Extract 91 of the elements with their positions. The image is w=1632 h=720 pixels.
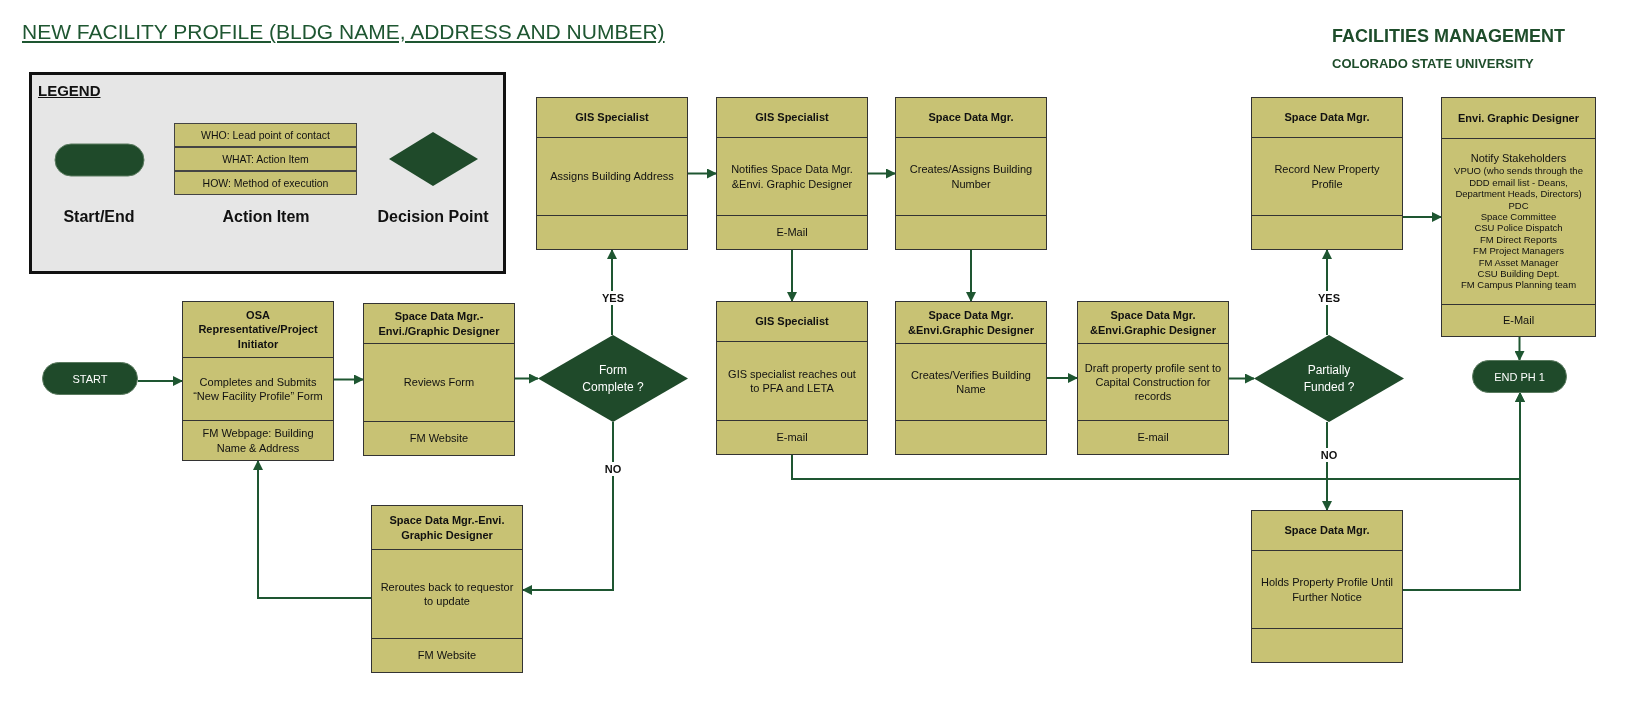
list-item-text: PDC <box>1508 199 1529 211</box>
action-text: Holds Property Profile Until Further Notice <box>1259 575 1395 604</box>
list-item-text: FM Project Managers <box>1473 245 1564 257</box>
action-box <box>1251 97 1403 250</box>
method-text: E-Mail <box>776 225 808 240</box>
decision-diamond <box>538 335 688 422</box>
list-item-text: FM Direct Reports <box>1479 233 1558 246</box>
connector-arrow <box>607 249 617 336</box>
decision-diamond <box>1254 335 1404 422</box>
edge-label: NO <box>1318 448 1340 462</box>
list-item-text: VPUO (who sends through the DDD email list - Deans, Department Heads, Directors) <box>1453 165 1584 200</box>
connector-arrow <box>1402 212 1442 222</box>
method-text: FM Website <box>417 648 477 663</box>
connector-arrow <box>687 168 717 179</box>
action-box <box>363 303 515 456</box>
role-heading: Space Data Mgr. <box>1284 110 1370 125</box>
connector-arrow <box>1322 249 1332 336</box>
action-text: Creates/Verifies Building Name <box>910 367 1032 397</box>
connector-arrow <box>514 373 539 384</box>
edge-label: YES <box>600 291 626 305</box>
role-heading: Space Data Mgr. <box>928 110 1014 125</box>
connector-arrow <box>1228 373 1255 384</box>
action-box <box>716 301 868 455</box>
action-box <box>1077 301 1229 455</box>
action-box <box>182 301 334 461</box>
legend-heading: LEGEND <box>38 82 101 99</box>
role-heading: Space Data Mgr.-Envi. Graphic Designer <box>388 513 506 542</box>
action-box <box>716 97 868 250</box>
connector-arrow <box>867 168 896 179</box>
legend-cell: HOW: Method of execution <box>174 171 357 195</box>
method-text: E-mail <box>1137 430 1169 445</box>
role-heading: GIS Specialist <box>575 110 649 125</box>
list-item-text: FM Campus Planning team <box>1460 279 1577 291</box>
action-box <box>1251 510 1403 663</box>
role-heading: Envi. Graphic Designer <box>1457 110 1579 126</box>
action-text: GIS specialist reaches out to PFA and LETA <box>727 366 857 396</box>
connector-arrow <box>1514 336 1525 361</box>
action-text: Completes and Submits “New Facility Profile” Form <box>192 374 324 404</box>
connector-arrow <box>1322 421 1332 511</box>
terminator-shape <box>1472 360 1567 393</box>
legend-cell: WHAT: Action Item <box>174 147 357 171</box>
connector-arrow <box>253 460 372 599</box>
action-text: Draft property profile sent to Capital Construction for records <box>1084 360 1222 404</box>
header-subtext: COLORADO STATE UNIVERSITY <box>1332 56 1534 71</box>
action-text: Creates/Assigns Building Number <box>908 162 1034 191</box>
list-item-text: CSU Building Dept. <box>1477 267 1560 280</box>
connector-arrow <box>333 374 364 385</box>
diagram-title: NEW FACILITY PROFILE (BLDG NAME, ADDRESS AND NUMBER) <box>22 20 665 44</box>
connector-arrow <box>1402 392 1525 591</box>
action-box <box>536 97 688 250</box>
role-heading: GIS Specialist <box>755 314 829 329</box>
action-text: Reviews Form <box>403 375 475 390</box>
terminator-label: START <box>72 372 108 385</box>
connector-arrow <box>787 249 797 302</box>
connector-arrow <box>137 376 183 386</box>
legend-label: Start/End <box>62 208 136 226</box>
method-text: E-Mail <box>1502 313 1535 328</box>
header-text: FACILITIES MANAGEMENT <box>1332 26 1565 47</box>
role-heading: Space Data Mgr.- Envi./Graphic Designer <box>377 309 501 338</box>
action-box <box>895 97 1047 250</box>
action-box <box>895 301 1047 455</box>
decision-label: Form Complete ? <box>581 362 645 395</box>
action-text: Assigns Building Address <box>550 169 674 184</box>
role-heading: Space Data Mgr. &Envi.Graphic Designer <box>1089 308 1217 337</box>
role-heading: GIS Specialist <box>755 110 829 125</box>
method-text: FM Webpage: Building Name & Address <box>201 426 315 455</box>
terminator-shape <box>42 362 138 395</box>
legend-label: Decision Point <box>376 208 490 226</box>
decision-label: Partially Funded ? <box>1302 362 1356 395</box>
action-box <box>371 505 523 673</box>
connector-arrow <box>522 421 614 595</box>
role-heading: Space Data Mgr. <box>1284 523 1370 538</box>
action-box <box>1441 97 1596 337</box>
edge-label: NO <box>602 462 624 476</box>
legend-cell: WHO: Lead point of contact <box>174 123 357 147</box>
role-heading: OSA Representative/Project Initiator <box>197 308 319 351</box>
action-text: Notifies Space Data Mgr. &Envi. Graphic Designer <box>730 162 854 191</box>
list-item-text: CSU Police Dispatch <box>1474 222 1563 234</box>
legend-label: Action Item <box>221 208 311 226</box>
terminator-label: END PH 1 <box>1494 370 1545 383</box>
action-text: Reroutes back to requestor to update <box>379 579 515 609</box>
connector-arrow <box>1046 373 1078 383</box>
edge-label: YES <box>1316 291 1342 305</box>
role-heading: Space Data Mgr. &Envi.Graphic Designer <box>907 308 1035 337</box>
list-item-text: Space Committee <box>1480 211 1557 223</box>
list-item-text: FM Asset Manager <box>1478 256 1559 268</box>
method-text: FM Website <box>409 431 469 446</box>
connector-arrow <box>966 249 976 302</box>
action-text: Notify Stakeholders <box>1470 152 1567 166</box>
action-text: Record New Property Profile <box>1273 162 1381 191</box>
method-text: E-mail <box>776 430 808 445</box>
